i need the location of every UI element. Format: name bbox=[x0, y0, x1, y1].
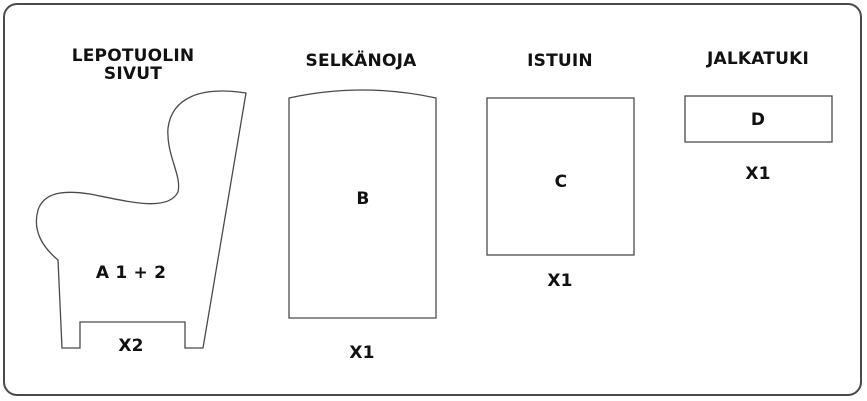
part-c-quantity-label: X1 bbox=[547, 271, 573, 291]
part-a-title-line1: LEPOTUOLIN bbox=[71, 46, 195, 66]
part-a-title-line2: SIVUT bbox=[103, 64, 163, 84]
part-b-backrest-shape bbox=[288, 89, 437, 319]
part-c-title: ISTUIN bbox=[527, 51, 593, 71]
part-c-seat-shape bbox=[486, 97, 635, 256]
part-c-code-label: C bbox=[554, 172, 568, 192]
part-b-title: SELKÄNOJA bbox=[305, 51, 417, 71]
part-d-title: JALKATUKI bbox=[706, 49, 810, 69]
part-b-quantity-label: X1 bbox=[349, 343, 375, 363]
part-a-quantity-label: X2 bbox=[118, 336, 144, 356]
part-d-code-label: D bbox=[750, 110, 766, 130]
part-a-side-panel-shape bbox=[35, 90, 247, 349]
part-d-footrest-shape bbox=[684, 95, 833, 143]
part-b-code-label: B bbox=[356, 189, 370, 209]
part-d-quantity-label: X1 bbox=[745, 164, 771, 184]
part-a-code-label: A 1 + 2 bbox=[95, 263, 167, 283]
